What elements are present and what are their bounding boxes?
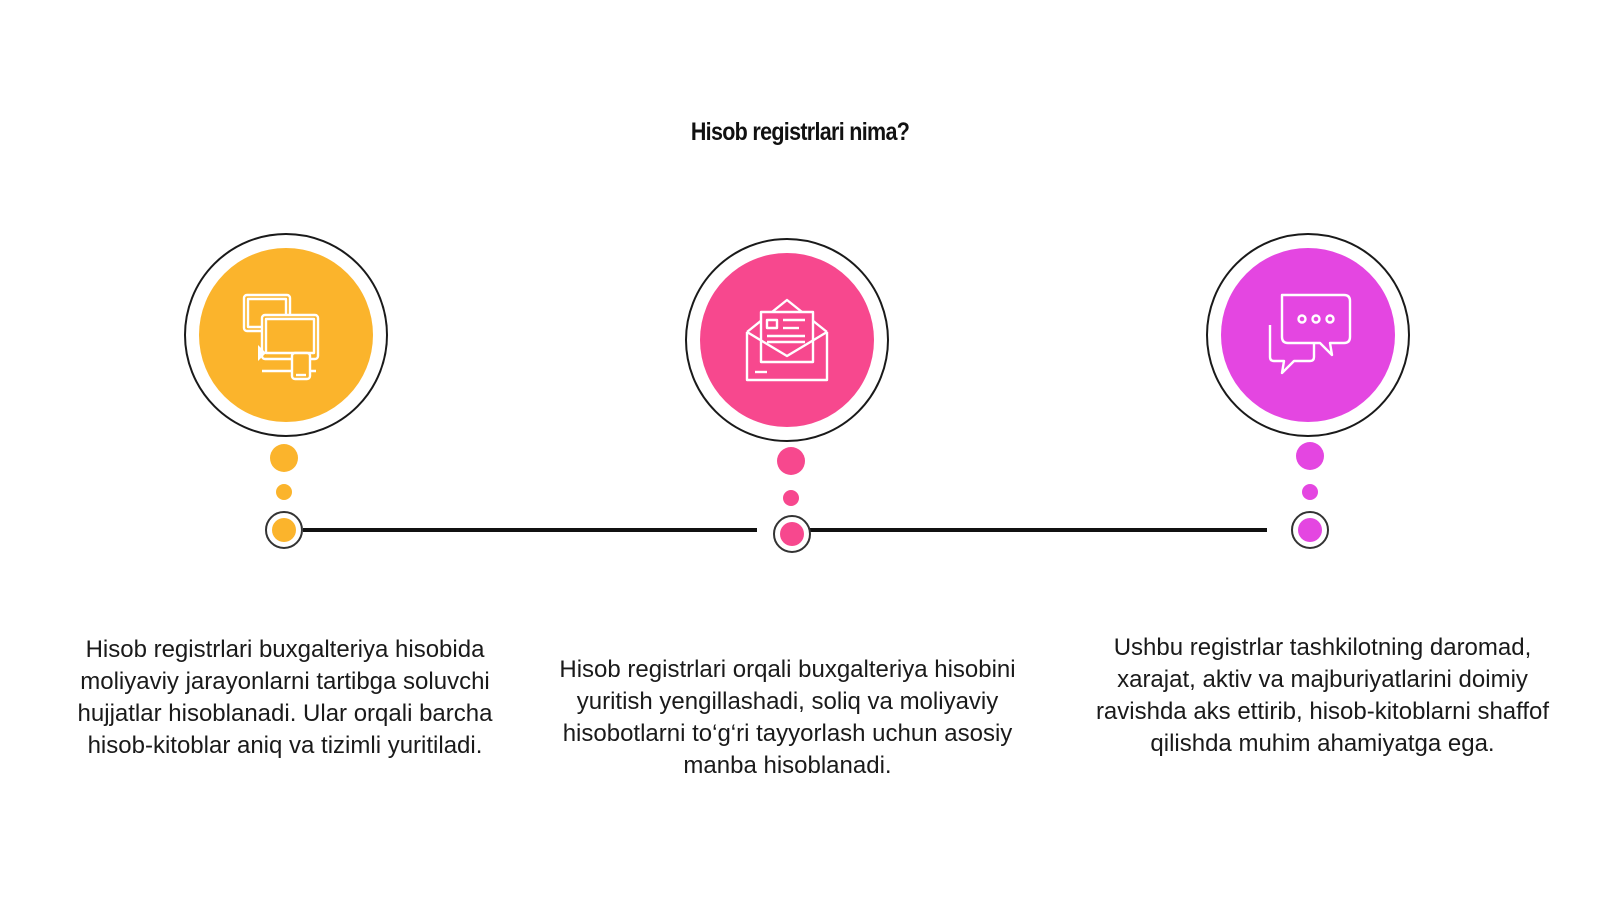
- timeline-line-2: [795, 528, 1267, 532]
- step-3-connector-dot-small: [1302, 484, 1318, 500]
- timeline-line-1: [303, 528, 757, 532]
- step-2-timeline-node: [773, 515, 811, 553]
- chat-bubbles-icon: [1268, 293, 1352, 375]
- step-2-connector-dot-large: [777, 447, 805, 475]
- step-2-connector-dot-small: [783, 490, 799, 506]
- step-3-icon-ring: [1206, 233, 1410, 437]
- step-1-icon-disc: [199, 248, 373, 422]
- page-title: Hisob registrlari nima?: [690, 118, 910, 146]
- step-1-connector-dot-small: [276, 484, 292, 500]
- step-3-timeline-node: [1291, 511, 1329, 549]
- step-1-icon-ring: [184, 233, 388, 437]
- step-2-icon-disc: [700, 253, 874, 427]
- step-1-timeline-node: [265, 511, 303, 549]
- step-1-description: Hisob registrlari buxgalteriya hisobida …: [77, 636, 493, 759]
- step-3-icon-disc: [1221, 248, 1395, 422]
- step-3-description: Ushbu registrlar tashkilotning daromad, …: [1095, 634, 1550, 757]
- envelope-letter-icon: [745, 298, 829, 382]
- devices-icon: [242, 293, 320, 381]
- step-1-connector-dot-large: [270, 444, 298, 472]
- step-3-connector-dot-large: [1296, 442, 1324, 470]
- step-2-description: Hisob registrlari orqali buxgalteriya hi…: [559, 656, 1016, 779]
- step-2-icon-ring: [685, 238, 889, 442]
